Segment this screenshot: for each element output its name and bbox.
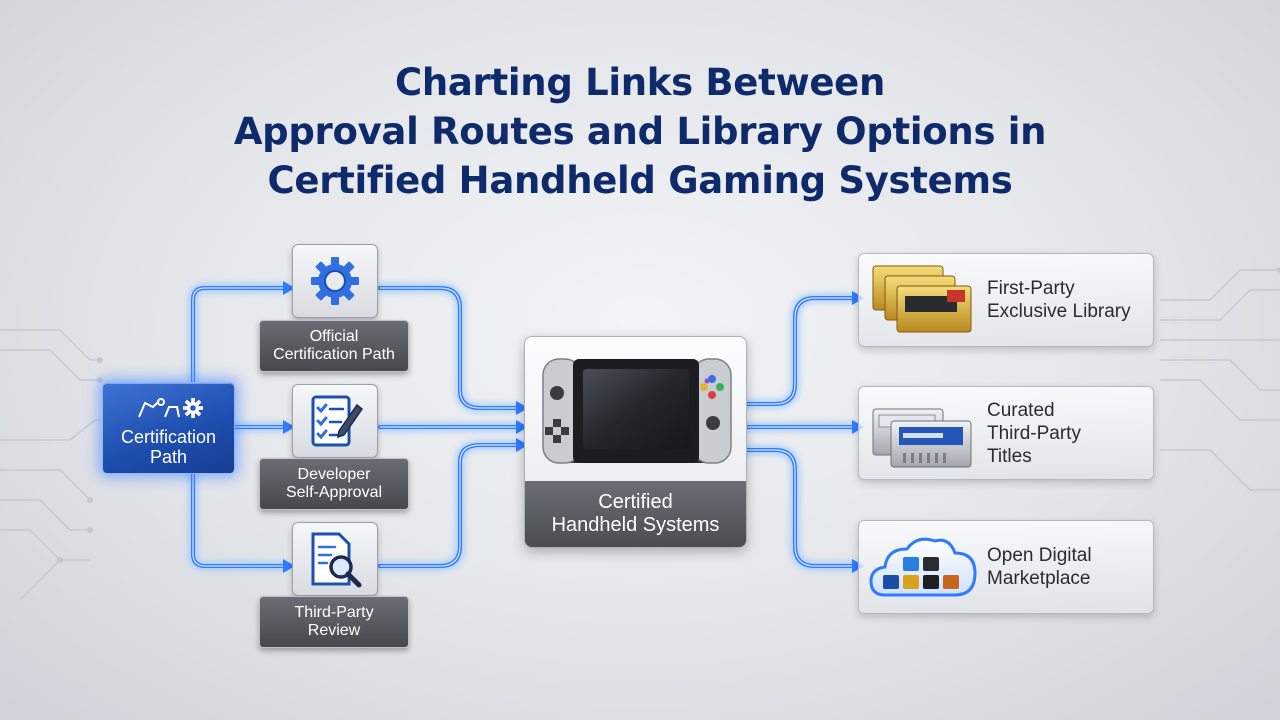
title-line-3: Certified Handheld Gaming Systems bbox=[267, 159, 1013, 202]
silver-cartridges-icon bbox=[872, 408, 972, 468]
third-party-review-tile bbox=[292, 522, 378, 596]
document-magnifier-icon bbox=[311, 532, 362, 588]
route-1-line-1: Official bbox=[309, 328, 359, 345]
gold-cartridges-icon bbox=[872, 265, 972, 333]
hub-label-line-1: Certified bbox=[598, 491, 673, 513]
diagram-title: Charting Links Between Approval Routes a… bbox=[0, 58, 1280, 205]
route-3-line-1: Third-Party bbox=[294, 604, 374, 621]
developer-self-approval-label: Developer Self-Approval bbox=[259, 458, 409, 510]
route-2-line-2: Self-Approval bbox=[285, 484, 383, 501]
cloud-store-icon bbox=[869, 537, 977, 597]
outcome-3-line-1: Open Digital bbox=[987, 545, 1092, 566]
open-digital-marketplace-node: Open Digital Marketplace bbox=[858, 520, 1154, 614]
developer-self-approval-tile bbox=[292, 384, 378, 458]
third-party-review-label: Third-Party Review bbox=[259, 596, 409, 648]
source-label-line-2: Path bbox=[149, 447, 188, 467]
outcome-1-line-2: Exclusive Library bbox=[987, 301, 1131, 322]
outcome-1-line-1: First-Party bbox=[987, 278, 1075, 299]
hub-label-line-2: Handheld Systems bbox=[551, 514, 720, 536]
handheld-console-icon bbox=[542, 358, 732, 464]
robot-and-gear-icon bbox=[138, 398, 203, 418]
route-1-line-2: Certification Path bbox=[273, 346, 395, 363]
official-certification-tile bbox=[292, 244, 378, 318]
certification-path-node: Certification Path bbox=[102, 382, 235, 474]
outcome-2-line-2: Third-Party bbox=[987, 422, 1081, 444]
source-label-line-1: Certification bbox=[120, 427, 217, 447]
first-party-library-node: First-Party Exclusive Library bbox=[858, 253, 1154, 347]
curated-third-party-node: Curated Third-Party Titles bbox=[858, 386, 1154, 480]
official-certification-label: Official Certification Path bbox=[259, 320, 409, 372]
title-line-1: Charting Links Between bbox=[395, 61, 885, 104]
title-line-2: Approval Routes and Library Options in bbox=[233, 110, 1047, 153]
outcome-2-line-3: Titles bbox=[987, 445, 1032, 467]
certified-handheld-systems-node: Certified Handheld Systems bbox=[524, 336, 747, 548]
outcome-2-line-1: Curated bbox=[987, 399, 1055, 421]
checklist-pen-icon bbox=[311, 395, 364, 447]
gear-icon bbox=[311, 257, 359, 305]
route-2-line-1: Developer bbox=[297, 466, 371, 483]
route-3-line-2: Review bbox=[307, 622, 361, 639]
outcome-3-line-2: Marketplace bbox=[987, 568, 1091, 589]
